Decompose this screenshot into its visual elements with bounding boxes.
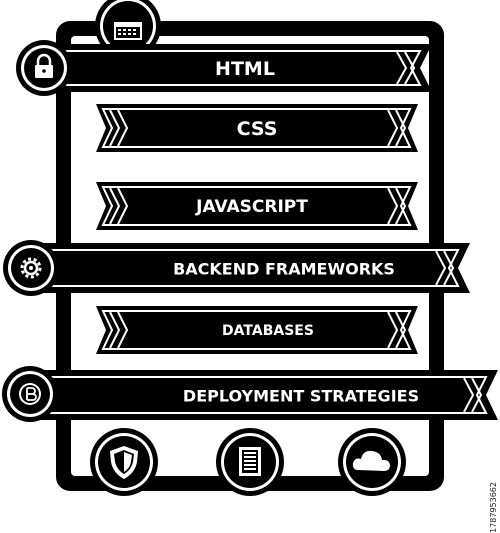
- step-deployment-strategies-label: DEPLOYMENT STRATEGIES: [183, 387, 419, 406]
- browser-window-icon: [114, 22, 142, 40]
- step-databases: DATABASES: [96, 306, 418, 354]
- step-backend-frameworks-label: BACKEND FRAMEWORKS: [173, 260, 395, 279]
- bitcoin-icon: [19, 383, 41, 405]
- shield-icon: [110, 446, 138, 479]
- step-javascript-label: JAVASCRIPT: [195, 197, 308, 217]
- cloud-icon: [352, 450, 390, 471]
- step-css: CSS: [96, 104, 418, 152]
- step-backend-frameworks: BACKEND FRAMEWORKS: [3, 240, 470, 296]
- step-css-label: CSS: [237, 118, 278, 140]
- step-html-label: HTML: [215, 58, 275, 80]
- bottom-icon-cloud-badge: [338, 428, 406, 496]
- document-icon: [239, 447, 261, 476]
- bottom-icon-shield-badge: [90, 428, 158, 496]
- gear-icon: [20, 257, 42, 279]
- step-html: HTML: [16, 40, 432, 96]
- watermark-id: 1787953662: [489, 482, 498, 533]
- step-javascript: JAVASCRIPT: [96, 182, 418, 230]
- step-deployment-strategies: DEPLOYMENT STRATEGIES: [2, 366, 498, 422]
- web-development-infographic: HTML CSS JAVASCRIPT BACKEND FRAMEWORKS: [2, 0, 498, 496]
- lock-icon: [35, 53, 53, 78]
- bottom-icon-document-badge: [216, 428, 284, 496]
- step-databases-label: DATABASES: [222, 323, 314, 339]
